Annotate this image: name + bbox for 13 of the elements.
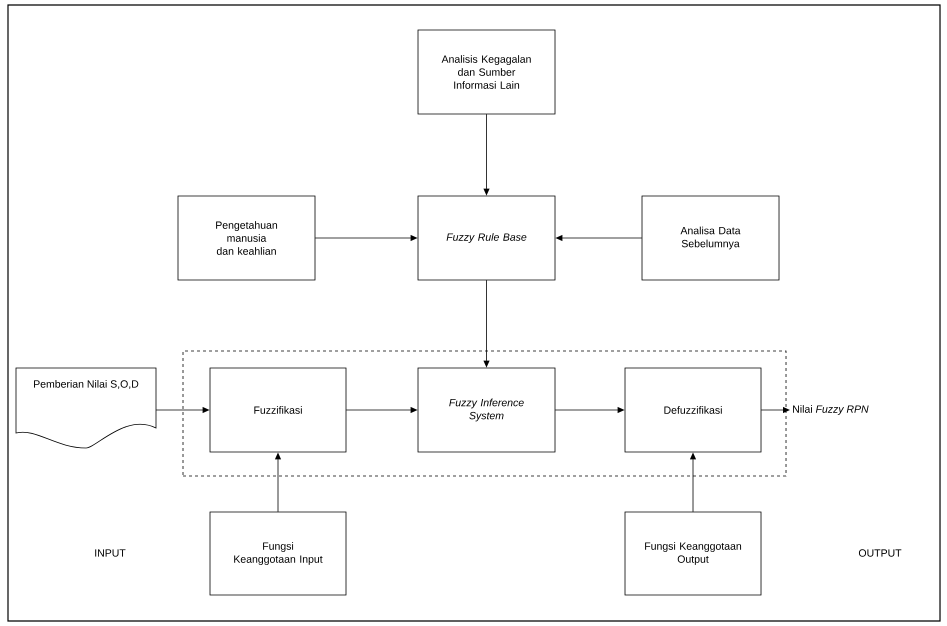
dashed-group-box	[182, 350, 786, 476]
process-box: Fuzzifikasi	[210, 368, 346, 452]
process-box: Defuzzifikasi	[624, 368, 762, 452]
process-box: Pengetahuan manusia dan keahlian	[178, 196, 316, 280]
process-box: Fungsi Keanggotaan Input	[210, 512, 346, 596]
output-text: Nilai Fuzzy RPN	[793, 405, 869, 415]
process-box: Analisis Kegagalan dan Sumber Informasi Lain	[418, 30, 556, 114]
side-label: OUTPUT	[858, 549, 902, 557]
process-box: Fungsi Keanggotaan Output	[624, 512, 762, 596]
process-box: Fuzzy Rule Base	[418, 196, 556, 280]
side-label: INPUT	[95, 549, 126, 557]
process-box: Analisa Data Sebelumnya	[642, 196, 780, 280]
process-box: Fuzzy Inference System	[418, 368, 556, 452]
